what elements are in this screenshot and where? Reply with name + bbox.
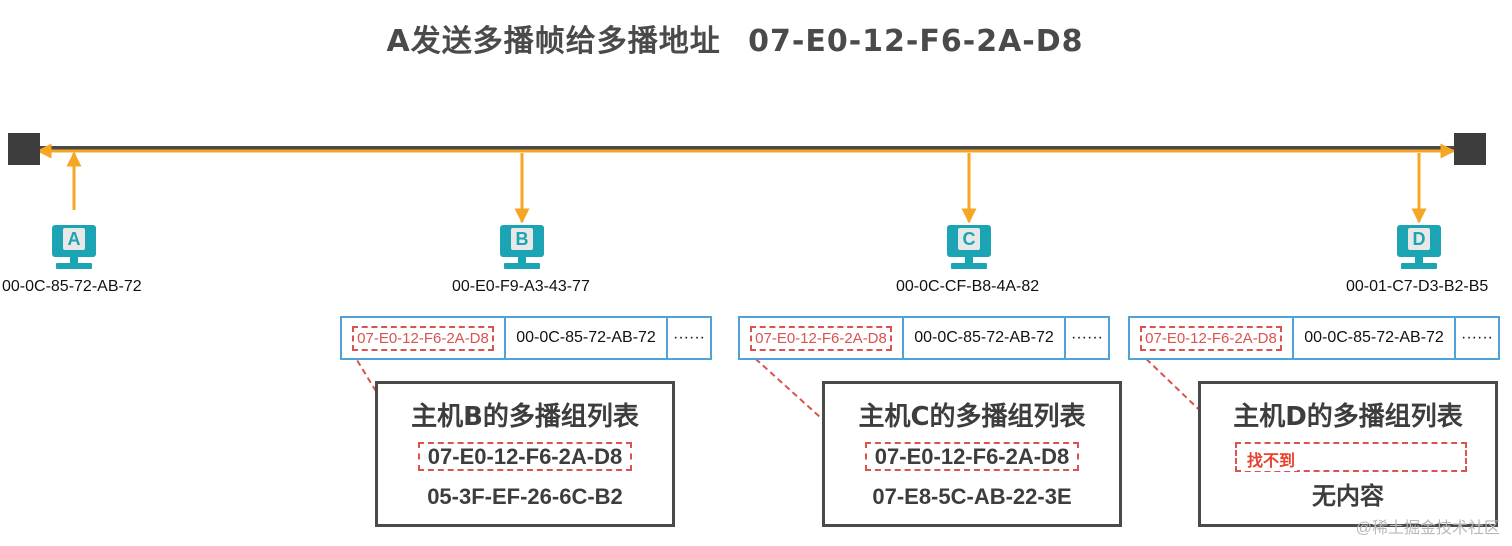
- host-b-letter: B: [511, 228, 533, 250]
- group-entry-match-text: 07-E0-12-F6-2A-D8: [864, 442, 1080, 471]
- link-c: [747, 351, 863, 456]
- bus-terminator-left: [8, 133, 40, 165]
- group-entry-match: 07-E0-12-F6-2A-D8: [825, 442, 1119, 471]
- empty-list-text: 无内容: [1312, 482, 1384, 510]
- title-address: 07-E0-12-F6-2A-D8: [748, 24, 1084, 59]
- host-d-mac: 00-01-C7-D3-B2-B5: [1346, 278, 1489, 295]
- host-a-mac: 00-0C-85-72-AB-72: [2, 278, 142, 295]
- host-a-letter: A: [63, 228, 85, 250]
- host-b-computer-icon: B: [498, 225, 548, 275]
- host-b-multicast-list: 主机B的多播组列表 07-E0-12-F6-2A-D8 05-3F-EF-26-…: [375, 381, 675, 527]
- group-list-title: 主机D的多播组列表: [1233, 402, 1463, 432]
- frame-at-b: 07-E0-12-F6-2A-D8 00-0C-85-72-AB-72 ····…: [340, 316, 712, 360]
- frame-dst-address: 07-E0-12-F6-2A-D8: [750, 325, 892, 351]
- title-prefix: A发送多播帧给多播地址: [386, 24, 721, 59]
- frame-rest: ······: [1071, 329, 1103, 346]
- group-entry-match: 07-E0-12-F6-2A-D8: [378, 442, 672, 471]
- not-found-box: 找不到: [1235, 442, 1467, 472]
- frame-at-c: 07-E0-12-F6-2A-D8 00-0C-85-72-AB-72 ····…: [738, 316, 1110, 360]
- host-d-letter: D: [1408, 228, 1430, 250]
- host-c-letter: C: [958, 228, 980, 250]
- host-c-computer-icon: C: [945, 225, 995, 275]
- frame-dst-address: 07-E0-12-F6-2A-D8: [1140, 325, 1282, 351]
- frame-src-address: 00-0C-85-72-AB-72: [1294, 318, 1456, 358]
- host-c-mac: 00-0C-CF-B8-4A-82: [896, 278, 1040, 295]
- frame-at-d: 07-E0-12-F6-2A-D8 00-0C-85-72-AB-72 ····…: [1128, 316, 1500, 360]
- frame-dst-cell: 07-E0-12-F6-2A-D8: [342, 318, 506, 358]
- frame-dst-address: 07-E0-12-F6-2A-D8: [352, 325, 494, 351]
- group-entry: 07-E8-5C-AB-22-3E: [872, 484, 1072, 509]
- host-b-mac: 00-E0-F9-A3-43-77: [452, 278, 590, 295]
- frame-dst-cell: 07-E0-12-F6-2A-D8: [740, 318, 904, 358]
- frame-src-address: 00-0C-85-72-AB-72: [904, 318, 1066, 358]
- group-entry: 05-3F-EF-26-6C-B2: [427, 484, 623, 509]
- frame-rest: ······: [673, 329, 705, 346]
- frame-dst-cell: 07-E0-12-F6-2A-D8: [1130, 318, 1294, 358]
- group-list-title: 主机B的多播组列表: [411, 402, 639, 432]
- diagram-title: A发送多播帧给多播地址 07-E0-12-F6-2A-D8: [0, 16, 1470, 60]
- host-a-computer-icon: A: [50, 225, 100, 275]
- not-found-label: 找不到: [1245, 447, 1298, 471]
- frame-src-address: 00-0C-85-72-AB-72: [506, 318, 668, 358]
- host-c-multicast-list: 主机C的多播组列表 07-E0-12-F6-2A-D8 07-E8-5C-AB-…: [822, 381, 1122, 527]
- host-d-computer-icon: D: [1395, 225, 1445, 275]
- group-list-title: 主机C的多播组列表: [858, 402, 1086, 432]
- frame-rest: ······: [1461, 329, 1493, 346]
- watermark: @稀土掘金技术社区: [1355, 520, 1500, 537]
- bus-terminator-right: [1454, 133, 1486, 165]
- group-entry-match-text: 07-E0-12-F6-2A-D8: [417, 442, 633, 471]
- host-d-multicast-list: 主机D的多播组列表 找不到 无内容: [1198, 381, 1498, 527]
